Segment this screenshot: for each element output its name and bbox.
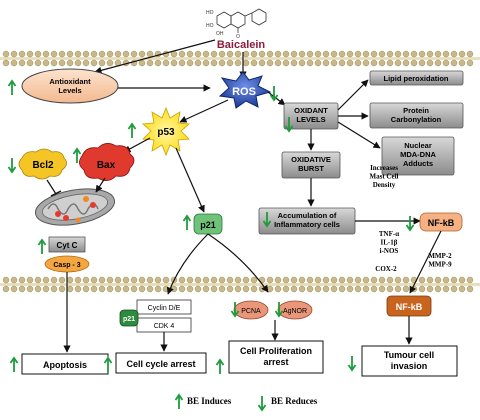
structure-label-oh: OH: [216, 31, 224, 37]
cyclin-node: [136, 299, 192, 315]
apoptosis-label: Apoptosis: [43, 360, 87, 370]
up-arrow-cytc: [37, 238, 47, 254]
nuclear-node: [381, 136, 455, 176]
structure-label-ho2: HO: [206, 23, 214, 29]
arrow-p21-proliferation: [207, 233, 269, 293]
bax-label: Bax: [97, 160, 116, 171]
up-arrow-proliferation: [215, 358, 225, 374]
cyclin-label: Cyclin D/E: [148, 305, 181, 312]
structure-label-ho1: HO: [206, 10, 214, 16]
cytc-node: [48, 236, 86, 253]
tumour-box: [361, 345, 458, 377]
up-arrow-p21: [182, 214, 192, 230]
baicalein-structure: [216, 8, 267, 33]
p21-small-label: p21: [123, 316, 135, 323]
antioxidant-node: [21, 68, 119, 104]
up-arrow-antioxidant: [7, 79, 17, 95]
pcna-node: [233, 300, 269, 320]
up-arrow-p53: [127, 122, 137, 138]
inhibit-bcl2-mito: [46, 179, 57, 195]
cox2-label: COX-2: [375, 265, 397, 273]
agnor-label: AgNOR: [283, 308, 307, 315]
legend-up-arrow: [174, 393, 184, 409]
arrow-oxidant-lipid: [337, 79, 369, 111]
arrow-p53-p21: [175, 147, 205, 213]
up-arrow-bax: [72, 147, 82, 163]
p21-small-node: [119, 309, 139, 327]
cell-membrane-bottom: [0, 276, 480, 293]
down-arrow-accumulation: [262, 212, 272, 228]
up-arrow-apoptosis: [9, 356, 19, 372]
legend-reduces-label: BE Reduces: [271, 396, 318, 406]
bcl2-label: Bcl2: [32, 160, 54, 171]
arrow-baicalein-antioxidant: [94, 39, 216, 74]
bax-node: [79, 143, 135, 181]
structure-label-o: O: [236, 34, 240, 40]
baicalein-label: Baicalein: [217, 39, 266, 51]
arrow-nfkb-nfkb: [409, 230, 442, 294]
arrow-oxidant-nuclear: [337, 121, 381, 149]
up-arrow-cell-cycle: [103, 356, 113, 372]
casp3-label: Casp - 3: [53, 262, 80, 269]
down-arrow-ros: [269, 86, 279, 102]
nfkb-top-label: NF-kB: [428, 218, 455, 228]
cell-membrane-top: [0, 50, 480, 67]
nfkb-bottom-label: NF-kB: [396, 302, 423, 312]
down-arrow-nfkb: [405, 216, 415, 232]
bcl2-node: [18, 148, 67, 180]
down-arrow-oxidant: [284, 117, 294, 133]
down-arrow-bcl2: [7, 158, 17, 174]
lipid-label: Lipid peroxidation: [384, 74, 449, 83]
legend-down-arrow: [257, 396, 267, 412]
cell-cycle-box: [115, 352, 207, 374]
agnor-node: [277, 300, 313, 320]
protein-node: [369, 102, 464, 129]
p53-label: p53: [157, 127, 175, 138]
effect-indicators: [7, 79, 415, 412]
arrow-p21-cyclin: [166, 233, 209, 295]
proliferation-box: [228, 340, 324, 374]
inhibit-bar: [50, 190, 62, 197]
legend-induces-label: BE Induces: [187, 396, 232, 406]
arrow-bax-mito: [95, 177, 106, 193]
arrow-ros-p53: [179, 99, 229, 123]
cytc-label: Cyt C: [57, 241, 78, 250]
down-arrow-agnor: [274, 302, 284, 318]
p53-node: [142, 106, 190, 157]
cdk4-label: CDK 4: [154, 323, 175, 330]
down-arrow-pcna: [230, 302, 240, 318]
arrow-ros-oxidant: [267, 91, 286, 106]
down-arrow-tumour: [347, 356, 357, 372]
ros-label: ROS: [232, 86, 256, 98]
ros-node: [218, 71, 272, 109]
pcna-label: PCNA: [241, 308, 261, 315]
lipid-node: [369, 70, 464, 86]
mitochondrion-icon: [34, 188, 116, 226]
cell-cycle-label: Cell cycle arrest: [126, 359, 195, 369]
p21-label: p21: [200, 220, 216, 230]
